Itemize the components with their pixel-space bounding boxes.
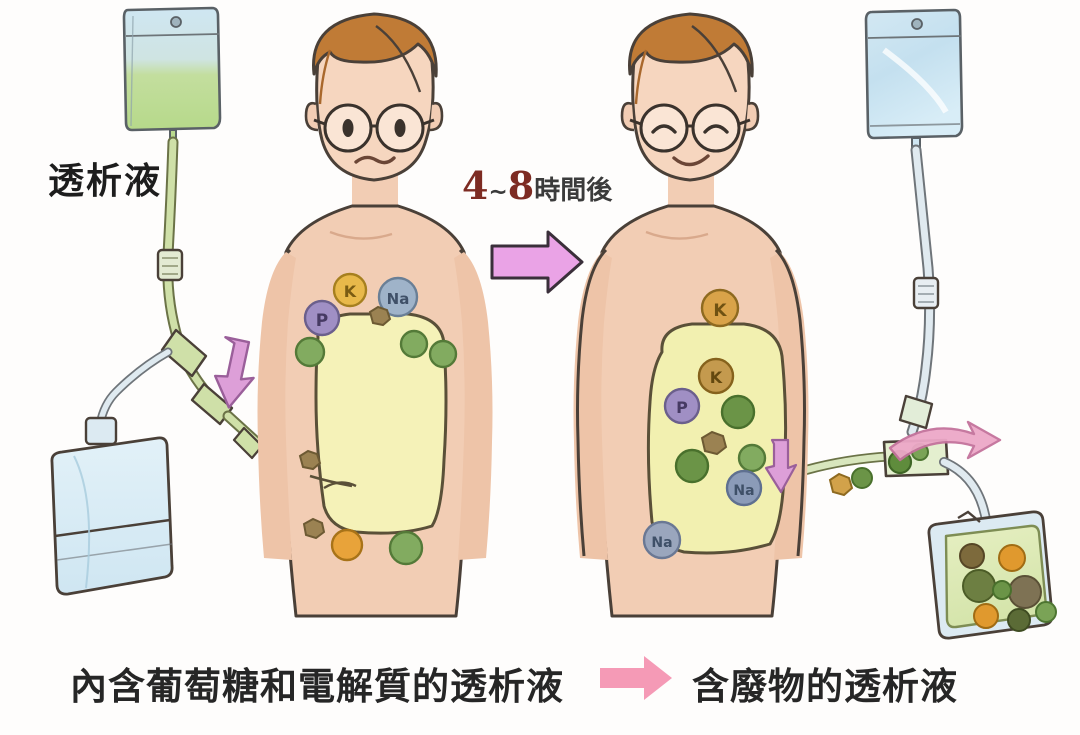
patient-after: K K P Na Na: [573, 12, 809, 618]
time-range-separator: ~: [488, 179, 508, 205]
time-unit-label: 時間後: [534, 176, 613, 206]
caption-arrow-icon: [600, 656, 672, 700]
svg-text:Na: Na: [387, 290, 410, 308]
elapsed-time-label: 4~8時間後: [462, 163, 612, 208]
outflow-arrow-icon: [888, 420, 1002, 462]
svg-text:Na: Na: [651, 535, 672, 551]
patient-before: P K Na: [257, 12, 493, 618]
svg-text:K: K: [710, 368, 723, 387]
dialysate-supply-bag-left: [122, 6, 222, 143]
drainage-bag-left-empty: [50, 436, 174, 596]
svg-text:P: P: [316, 311, 328, 331]
dialysate-label: 透析液: [48, 161, 163, 202]
inflow-arrow-icon: [213, 336, 255, 409]
time-lower-bound: 4: [462, 163, 489, 208]
solute-markers-before: P K Na: [294, 272, 458, 566]
svg-text:Na: Na: [733, 483, 754, 499]
svg-text:K: K: [713, 301, 727, 321]
time-upper-bound: 8: [507, 163, 535, 208]
caption-fresh-dialysate: 內含葡萄糖和電解質的透析液: [70, 665, 564, 708]
dialysate-supply-bag-right: [864, 8, 964, 151]
svg-text:P: P: [676, 398, 688, 417]
transition-arrow-icon: [490, 230, 584, 294]
solute-markers-after: K K P Na Na: [642, 288, 767, 560]
outflow-tube-right: [898, 144, 940, 438]
svg-text:K: K: [344, 282, 357, 301]
drain-line-left: [84, 347, 173, 446]
drainage-bag-right-full: [927, 510, 1057, 640]
caption-waste-dialysate: 含廢物的透析液: [692, 665, 958, 708]
